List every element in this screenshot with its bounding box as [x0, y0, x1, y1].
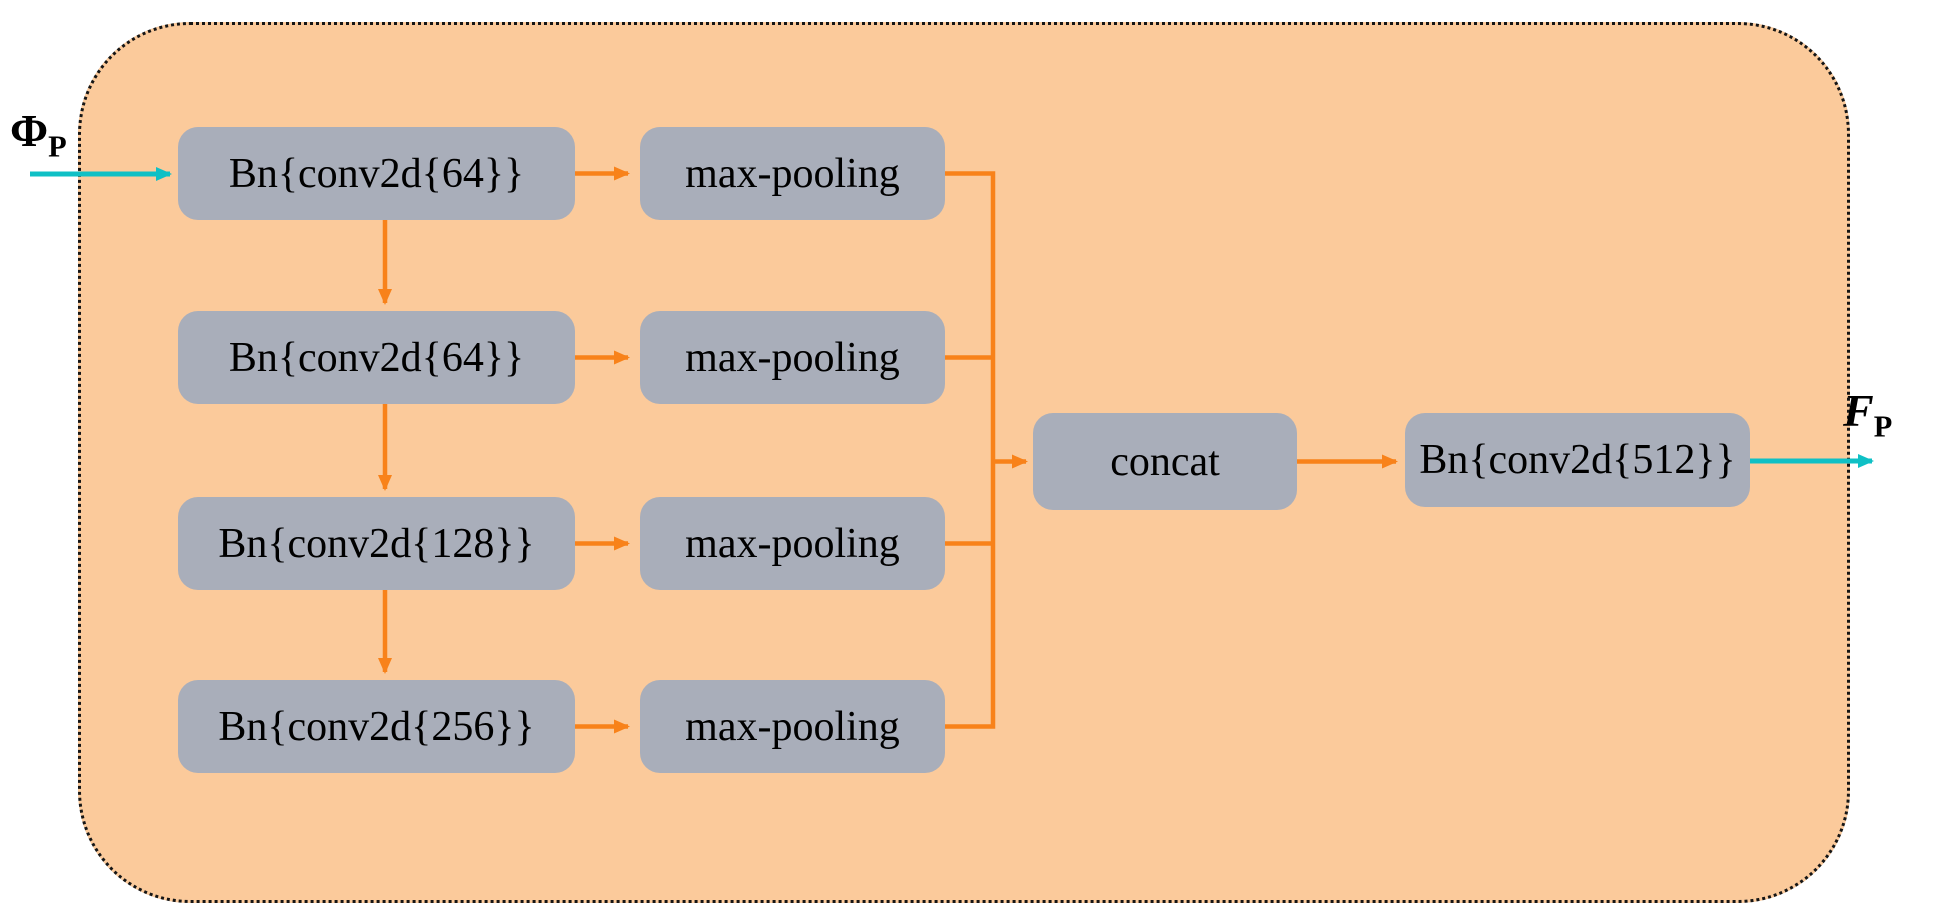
node-concat: concat [1033, 413, 1297, 510]
node-conv128: Bn{conv2d{128}} [178, 497, 575, 590]
output-label-f-p: FP [1843, 388, 1892, 442]
input-label-phi-p: ΦP [10, 108, 67, 162]
node-maxpool-3: max-pooling [640, 497, 945, 590]
node-maxpool-4: max-pooling [640, 680, 945, 773]
output-symbol: F [1843, 385, 1874, 436]
node-conv64-1: Bn{conv2d{64}} [178, 127, 575, 220]
node-maxpool-1: max-pooling [640, 127, 945, 220]
output-subscript: P [1873, 409, 1893, 444]
node-conv64-2: Bn{conv2d{64}} [178, 311, 575, 404]
input-symbol: Φ [10, 105, 49, 156]
node-maxpool-2: max-pooling [640, 311, 945, 404]
input-subscript: P [48, 129, 67, 164]
node-conv256: Bn{conv2d{256}} [178, 680, 575, 773]
node-conv512: Bn{conv2d{512}} [1405, 413, 1750, 507]
